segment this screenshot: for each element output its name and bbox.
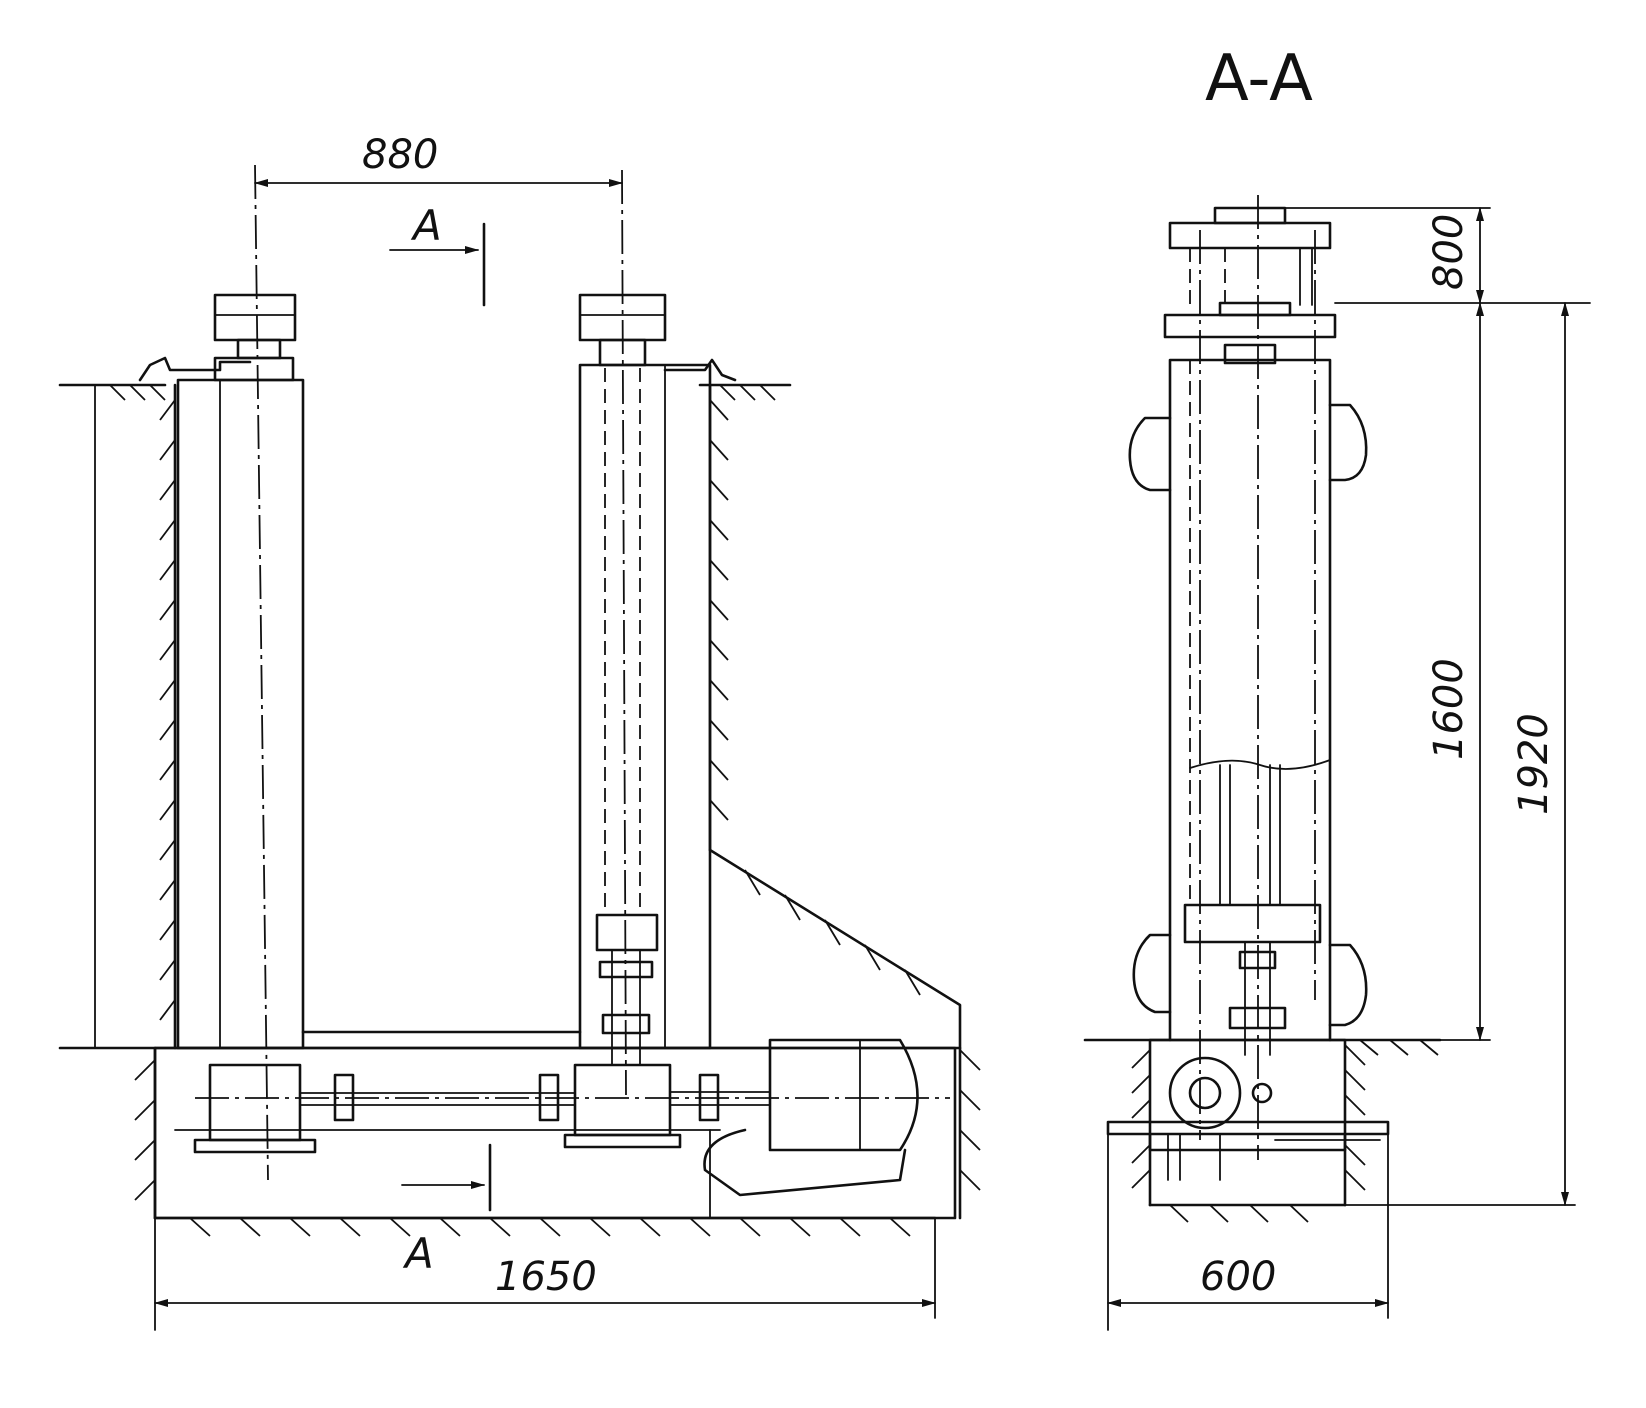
section-base-plate bbox=[1106, 1120, 1390, 1136]
section-column-body bbox=[1168, 358, 1332, 1042]
motor-mount bbox=[703, 1128, 907, 1197]
section-lug-lower-right bbox=[1328, 943, 1368, 1027]
section-lug-upper-right bbox=[1328, 403, 1368, 482]
left-gearbox bbox=[208, 1063, 302, 1142]
section-marker-top: A bbox=[410, 201, 442, 250]
motor-body bbox=[768, 1038, 919, 1152]
section-top-block bbox=[1223, 343, 1277, 365]
pit-slope bbox=[708, 848, 962, 1220]
base-frame bbox=[153, 1046, 957, 1220]
dim-1600-label: 1600 bbox=[1426, 658, 1472, 760]
section-marker-bottom: A bbox=[402, 1229, 434, 1278]
section-worm-wheel-outer bbox=[1168, 1056, 1242, 1130]
right-gearbox bbox=[573, 1063, 672, 1137]
section-top-plate bbox=[1168, 221, 1332, 250]
hatch-pit-bottom bbox=[189, 1217, 911, 1237]
section-top-cap bbox=[1213, 206, 1287, 225]
hatch-left-wall bbox=[134, 399, 176, 1201]
left-column-neck bbox=[236, 338, 282, 360]
section-nut-block bbox=[1183, 903, 1322, 944]
hatch-ground-top bbox=[109, 384, 776, 401]
section-break-line bbox=[1189, 759, 1331, 770]
left-column-housing bbox=[176, 378, 305, 1050]
section-worm-wheel-inner bbox=[1188, 1076, 1222, 1110]
dim-600-label: 600 bbox=[1200, 1254, 1276, 1300]
dim-1650-label: 1650 bbox=[495, 1254, 597, 1300]
section-view: A-A bbox=[1083, 42, 1591, 1331]
right-screw-nut bbox=[595, 913, 659, 952]
right-gearbox-foot bbox=[563, 1133, 682, 1149]
left-top-flange bbox=[138, 356, 252, 382]
left-lifting-pad bbox=[213, 293, 297, 342]
section-mid-plate bbox=[1163, 313, 1337, 339]
section-hatch bbox=[1131, 1039, 1439, 1223]
right-column-centerline bbox=[621, 169, 627, 1096]
right-column-housing bbox=[578, 363, 712, 1050]
section-shaft-small bbox=[1251, 1082, 1273, 1104]
dim-800-label: 800 bbox=[1426, 214, 1472, 290]
left-gearbox-foot bbox=[193, 1138, 317, 1154]
front-view: 880 1650 A A bbox=[58, 132, 981, 1331]
right-top-flange bbox=[663, 358, 737, 382]
dim-880-label: 880 bbox=[362, 132, 438, 178]
dim-1920-label: 1920 bbox=[1511, 713, 1557, 815]
section-mid-cap bbox=[1218, 301, 1292, 317]
left-column-centerline bbox=[254, 164, 269, 1181]
section-title: A-A bbox=[1205, 42, 1313, 116]
section-lug-upper-left bbox=[1128, 416, 1172, 492]
hatch-right-wall bbox=[709, 399, 981, 1191]
section-lug-lower-left bbox=[1132, 933, 1172, 1014]
